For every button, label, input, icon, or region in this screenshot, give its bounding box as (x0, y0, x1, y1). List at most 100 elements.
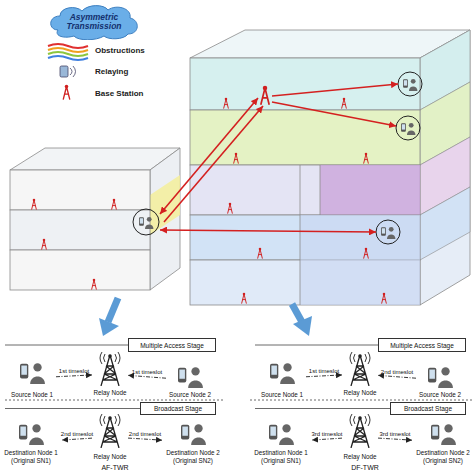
floor (10, 210, 150, 250)
user-symbol (269, 424, 294, 445)
node-label: Broadcast Stage (404, 405, 452, 412)
edge-label: 1st timeslot (59, 368, 89, 374)
antenna-symbol (112, 199, 117, 210)
edge-label: 2nd timeslot (61, 431, 93, 437)
timeslot-arrow (62, 438, 92, 440)
node-label: (Original SN2) (423, 457, 463, 464)
user-symbol (19, 424, 44, 445)
blue-arrow-shaft (292, 304, 302, 322)
side-wall (150, 148, 180, 290)
panel-caption: DF-TWR (340, 464, 390, 471)
antenna-symbol (364, 248, 369, 259)
base-station-symbol (261, 86, 269, 105)
timeslot-arrow (306, 375, 342, 377)
timeslot-arrow (128, 438, 162, 440)
timeslot-arrow (128, 375, 166, 378)
room (300, 215, 420, 305)
edge-label: 3rd timeslot (379, 431, 410, 437)
legend-label: Base Station (95, 89, 143, 98)
floor (190, 58, 420, 110)
antenna-symbol (32, 199, 37, 210)
user-symbol (178, 367, 203, 388)
node-label: Source Node 2 (169, 391, 211, 398)
node-label: Relay Node (94, 453, 127, 460)
stage-box: Broadcast Stage (390, 402, 466, 415)
stage-separators (5, 345, 472, 409)
red-arrow (160, 230, 376, 232)
antenna-symbol (92, 279, 97, 290)
user-symbol (381, 227, 395, 239)
blue-arrow-head (99, 318, 119, 336)
network-node: Destination Node 2(Original SN2) (162, 420, 224, 464)
cloud-outline (51, 6, 138, 40)
network-node: Source Node 2 (416, 362, 464, 398)
network-node: Source Node 2 (166, 362, 214, 398)
user-symbol (401, 123, 415, 135)
tower-symbol (100, 414, 120, 448)
blue-arrow-shaft (108, 298, 118, 322)
legend-label: Obstructions (95, 46, 145, 55)
right-building (190, 30, 470, 305)
node-label: Asymmetric Transmission (61, 13, 127, 32)
stage-divider (5, 400, 225, 401)
node-label: Source Node 1 (11, 391, 53, 398)
user-symbol (20, 363, 45, 384)
timeslot-arrow (56, 375, 92, 377)
stage-box: Multiple Access Stage (128, 338, 216, 352)
network-node: Source Node 1 (258, 358, 306, 398)
stage-divider (250, 400, 472, 401)
legend-samples (48, 44, 88, 100)
timeslot-arrow (312, 438, 342, 440)
node-label: (Original SN2) (173, 457, 213, 464)
floor (190, 165, 420, 215)
antenna-symbol (382, 293, 387, 304)
panel-caption: AF-TWR (90, 464, 140, 471)
user-circle (396, 116, 420, 140)
user-symbol (431, 424, 456, 445)
side-wall (420, 30, 470, 305)
node-label: Destination Node 1 (254, 449, 308, 456)
base-station-sample (63, 85, 70, 100)
tower-symbol (100, 352, 120, 386)
node-symbols (19, 352, 456, 448)
antenna-symbol (258, 248, 263, 259)
edge-label: 3rd timeslot (311, 431, 342, 437)
timeslot-arrow (378, 375, 416, 378)
floor (10, 170, 150, 210)
user-circle (398, 72, 422, 96)
network-node: Destination Node 2(Original SN2) (412, 420, 474, 464)
relaying-sample (70, 66, 76, 77)
antenna-symbol (234, 153, 239, 164)
blue-arrow-head (293, 316, 312, 336)
down-arrows (99, 298, 312, 336)
node-label: Destination Node 2 (166, 449, 220, 456)
network-node: Relay Node (342, 352, 378, 396)
network-node: Destination Node 1(Original SN1) (250, 420, 312, 464)
red-arrow (164, 106, 263, 222)
legend-title-cloud: Asymmetric Transmission (48, 4, 140, 40)
red-arrow (160, 98, 258, 214)
obstruction-sample (48, 56, 88, 60)
node-label: Relay Node (94, 389, 127, 396)
stage-box: Multiple Access Stage (378, 338, 466, 352)
antenna-symbol (342, 98, 347, 109)
separator-line (255, 345, 378, 346)
antenna-symbol (42, 239, 47, 250)
legend-label: Relaying (95, 67, 128, 76)
purple-room (320, 165, 420, 215)
stage-box: Broadcast Stage (140, 402, 216, 415)
timeslot-arrow (378, 438, 412, 440)
user-circle (376, 220, 400, 244)
node-label: Relay Node (344, 389, 377, 396)
antenna-symbol (364, 153, 369, 164)
user-symbol (270, 363, 295, 384)
separator-line (255, 408, 390, 409)
relaying-sample (60, 66, 68, 77)
edge-label: 2nd timeslot (129, 431, 161, 437)
node-label: Destination Node 1 (4, 449, 58, 456)
tower-symbol (350, 414, 370, 448)
floor (10, 250, 150, 290)
node-label: Multiple Access Stage (140, 342, 204, 349)
node-label: (Original SN1) (11, 457, 51, 464)
